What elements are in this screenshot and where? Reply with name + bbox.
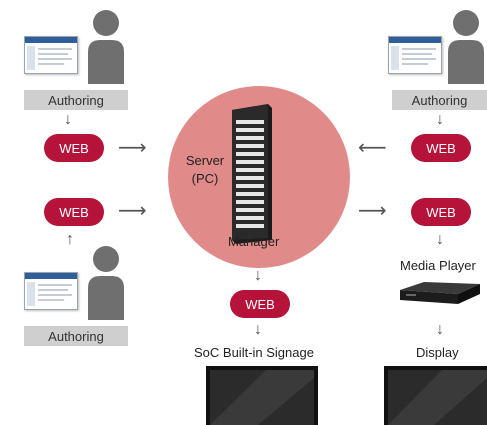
arrow-left-icon: ⟵ — [358, 137, 387, 159]
arrow-down-icon: ↓ — [254, 321, 262, 338]
arrow-up-icon: ↑ — [66, 231, 74, 248]
arrow-right-icon: ⟶ — [118, 137, 147, 159]
authoring-screenshot-icon — [24, 272, 78, 310]
web-pill-player: WEB — [411, 198, 471, 226]
media-player-icon — [400, 282, 480, 304]
web-pill-soc: WEB — [230, 290, 290, 318]
web-pill-top-left: WEB — [44, 134, 104, 162]
arrow-down-icon: ↓ — [436, 231, 444, 248]
person-icon — [88, 10, 124, 84]
display-monitor-icon — [206, 366, 318, 425]
arrow-right-icon: ⟶ — [118, 200, 147, 222]
person-icon — [88, 246, 124, 320]
manager-label: Manager — [228, 234, 280, 249]
server-label: Server (PC) — [185, 153, 225, 186]
authoring-label-top-right: Authoring — [392, 90, 487, 110]
authoring-screenshot-icon — [388, 36, 442, 74]
arrow-down-icon: ↓ — [254, 267, 262, 284]
authoring-screenshot-icon — [24, 36, 78, 74]
arrow-down-icon: ↓ — [436, 111, 444, 128]
display-label: Display — [416, 345, 459, 360]
person-icon — [448, 10, 484, 84]
soc-signage-label: SoC Built-in Signage — [194, 345, 314, 360]
web-pill-bottom-left: WEB — [44, 198, 104, 226]
server-rack-icon — [232, 104, 272, 244]
display-monitor-icon — [384, 366, 487, 425]
authoring-label-top-left: Authoring — [24, 90, 128, 110]
web-pill-top-right: WEB — [411, 134, 471, 162]
authoring-label-bottom-left: Authoring — [24, 326, 128, 346]
arrow-right-icon: ⟶ — [358, 200, 387, 222]
arrow-down-icon: ↓ — [436, 321, 444, 338]
arrow-down-icon: ↓ — [64, 111, 72, 128]
media-player-label: Media Player — [400, 258, 476, 273]
